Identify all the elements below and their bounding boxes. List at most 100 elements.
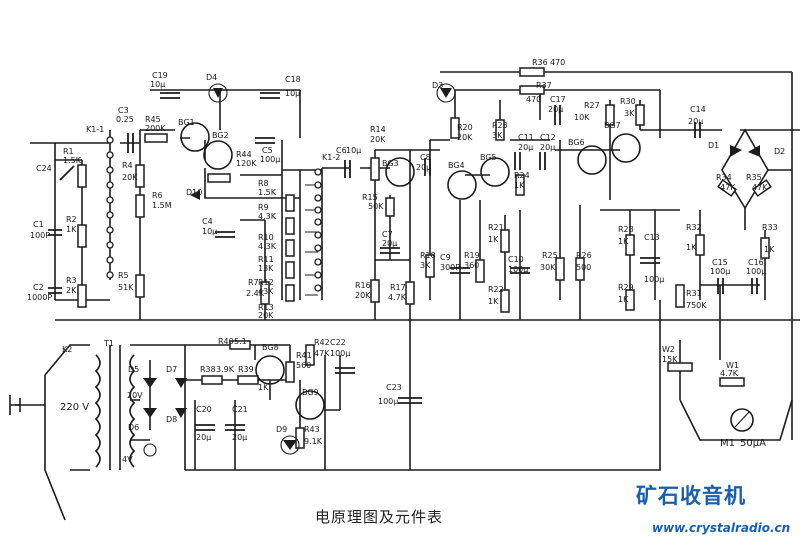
label-r34: R34 bbox=[716, 173, 732, 182]
label-r45: R45 bbox=[145, 115, 161, 124]
label-r22-val: 1K bbox=[488, 297, 499, 306]
label-r39: R39 bbox=[238, 365, 254, 374]
label-c6-val: 10μ bbox=[346, 146, 361, 155]
label-c10-val: 100μ bbox=[508, 265, 528, 274]
label-r41-val: 560 bbox=[296, 361, 311, 370]
resistor-bodies bbox=[77, 67, 772, 449]
label-r10: R10 bbox=[258, 233, 274, 242]
switch-k1-2-contacts bbox=[314, 168, 322, 292]
label-c6: C6 bbox=[336, 146, 347, 155]
diode-symbols bbox=[143, 88, 760, 450]
label-r36-val: 470 bbox=[550, 58, 565, 67]
label-r20-val: 20K bbox=[457, 133, 473, 142]
label-c20-val: 20μ bbox=[196, 433, 211, 442]
label-c10: C10 bbox=[508, 255, 524, 264]
label-d2: D2 bbox=[774, 147, 785, 156]
label-r30: R30 bbox=[620, 97, 636, 106]
label-r14: R14 bbox=[370, 125, 386, 134]
label-r38-val: 3.9K bbox=[216, 365, 235, 374]
label-r23: R23 bbox=[492, 121, 508, 130]
label-r1-val: 1.5K bbox=[63, 156, 82, 165]
label-c1: C1 bbox=[33, 220, 44, 229]
label-r40: R40 bbox=[218, 337, 234, 346]
label-r42: R42 bbox=[314, 338, 330, 347]
label-r44-val: 120K bbox=[236, 159, 257, 168]
switch-k1-1-contacts bbox=[106, 136, 114, 279]
label-r28-val: 1K bbox=[618, 237, 629, 246]
label-r44: R44 bbox=[236, 150, 252, 159]
label-c7: C7 bbox=[382, 230, 393, 239]
label-r45-val: 200K bbox=[145, 124, 166, 133]
label-r35-val: 47K bbox=[752, 183, 768, 192]
label-r17: R17 bbox=[390, 283, 406, 292]
label-r3: R3 bbox=[66, 276, 77, 285]
label-d1: D1 bbox=[708, 141, 719, 150]
label-primary: 220 V bbox=[60, 402, 89, 413]
label-d7: D7 bbox=[166, 365, 177, 374]
label-r29: R29 bbox=[618, 283, 634, 292]
label-r16: R16 bbox=[355, 281, 371, 290]
label-d3: D3 bbox=[432, 81, 443, 90]
label-c15: C15 bbox=[712, 258, 728, 267]
label-c18-val: 10μ bbox=[285, 89, 300, 98]
label-r37: R37 bbox=[536, 81, 552, 90]
label-w2-val: 15K bbox=[662, 355, 678, 364]
label-c16-val: 100μ bbox=[746, 267, 766, 276]
label-r39-val: 1K bbox=[258, 383, 269, 392]
label-c1-val: 100P bbox=[30, 231, 50, 240]
label-c24: C24 bbox=[36, 164, 52, 173]
label-c5: C5 bbox=[262, 146, 273, 155]
label-d5: D5 bbox=[128, 365, 139, 374]
label-r26: R26 bbox=[576, 251, 592, 260]
label-r38: R38 bbox=[200, 365, 216, 374]
label-c12: C12 bbox=[540, 133, 556, 142]
label-r30-val: 3K bbox=[624, 109, 635, 118]
label-r36: R36 bbox=[532, 58, 548, 67]
label-r7-val: 2.4K bbox=[246, 289, 265, 298]
label-bg5: BG5 bbox=[480, 153, 497, 162]
label-r14-val: 20K bbox=[370, 135, 386, 144]
label-bg4: BG4 bbox=[448, 161, 465, 170]
label-r6: R6 bbox=[152, 191, 163, 200]
label-d8: D8 bbox=[166, 415, 177, 424]
label-c5-val: 100μ bbox=[260, 155, 280, 164]
label-r13-val: 20K bbox=[258, 311, 274, 320]
label-c17: C17 bbox=[550, 95, 566, 104]
label-r43-val: 9.1K bbox=[304, 437, 323, 446]
label-d10: D10 bbox=[186, 188, 202, 197]
capacitor-plates bbox=[48, 92, 758, 431]
label-r24-val: 1K bbox=[514, 181, 525, 190]
label-r19-val: 360 bbox=[464, 261, 479, 270]
ring-markers bbox=[143, 83, 456, 457]
label-r8-val: 1.5K bbox=[258, 188, 277, 197]
label-c13-val: 100μ bbox=[644, 275, 664, 284]
label-c9: C9 bbox=[440, 253, 451, 262]
label-r21: R21 bbox=[488, 223, 504, 232]
label-bg2: BG2 bbox=[212, 131, 229, 140]
transformer-t1 bbox=[94, 354, 136, 468]
label-r25: R25 bbox=[542, 251, 558, 260]
label-c21: C21 bbox=[232, 405, 248, 414]
label-m1: M1 bbox=[720, 438, 735, 449]
label-r43: R43 bbox=[304, 425, 320, 434]
label-bg6: BG6 bbox=[568, 138, 585, 147]
label-c19-val: 10μ bbox=[150, 80, 165, 89]
label-c4: C4 bbox=[202, 217, 213, 226]
label-r6-val: 1.5M bbox=[152, 201, 172, 210]
label-r24: R24 bbox=[514, 171, 530, 180]
label-r7: R7 bbox=[248, 278, 259, 287]
label-c20: C20 bbox=[196, 405, 212, 414]
label-r3-val: 2K bbox=[66, 286, 77, 295]
label-r12: R12 bbox=[258, 278, 274, 287]
label-r27-val: 10K bbox=[574, 113, 590, 122]
label-w1-val: 4.7K bbox=[720, 369, 739, 378]
label-d6: D6 bbox=[128, 423, 139, 432]
label-r10-val: 4.3K bbox=[258, 242, 277, 251]
label-k2: K2 bbox=[62, 345, 72, 354]
label-c9-val: 300P bbox=[440, 263, 460, 272]
label-r18: R18 bbox=[420, 251, 436, 260]
label-c14: C14 bbox=[690, 105, 706, 114]
label-r17-val: 4.7K bbox=[388, 293, 407, 302]
component-labels: K1-1 K1-2 K2 C24 R1 1.5K R2 1K R3 2K C1 … bbox=[27, 58, 785, 464]
